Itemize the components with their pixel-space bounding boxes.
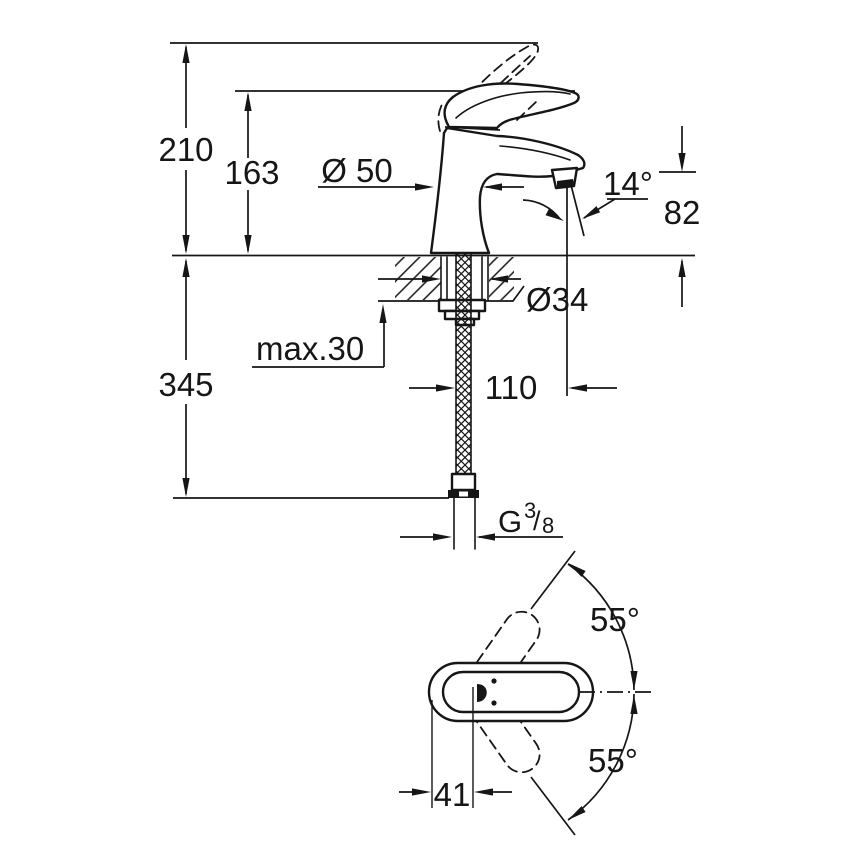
dim-base-diameter: Ø 50	[318, 152, 524, 191]
dim-210-label: 210	[158, 131, 213, 168]
spout-contour-line	[499, 145, 571, 161]
swivel-line-upper	[530, 550, 576, 610]
lever-contour-line	[455, 90, 571, 119]
handle-logo-mark	[477, 684, 487, 702]
handle-dot-top	[491, 678, 497, 684]
dim-110-label: 110	[485, 369, 538, 406]
dim-55-upper-label: 55°	[590, 601, 640, 638]
dim-d34-label: Ø34	[526, 281, 588, 318]
dim-345-label: 345	[158, 366, 213, 403]
dim-handle-offset: 41	[399, 687, 512, 813]
handle-top-inner	[441, 670, 581, 714]
dim-deck-thickness: max.30	[252, 304, 387, 368]
dim-82-label: 82	[664, 194, 701, 231]
handle-dot-bottom	[491, 700, 497, 706]
swivel-line-lower	[530, 776, 576, 836]
dim-55-lower-label: 55°	[588, 742, 638, 779]
dim-41-label: 41	[434, 776, 471, 813]
dim-d50-label: Ø 50	[321, 152, 393, 189]
dim-14deg-label: 14°	[603, 165, 653, 202]
dim-overall-height: 210	[158, 44, 214, 254]
top-view: 55° 55° 41	[399, 550, 655, 836]
dim-max30-label: max.30	[256, 330, 364, 367]
thread-letter: G	[498, 504, 522, 539]
dim-hose-offset: 110	[409, 369, 617, 406]
thread-slash: /	[533, 506, 541, 536]
dim-thread: G 3 / 8	[400, 498, 563, 541]
deck-underside-line	[378, 285, 525, 302]
dim-hole-diameter: Ø34	[378, 275, 588, 318]
arrow-angle-arc	[545, 208, 564, 221]
faucet-body	[429, 126, 586, 255]
dim-hose-drop: 345	[158, 258, 214, 497]
lever-handle	[443, 82, 580, 130]
connector-tube	[453, 497, 476, 550]
dim-lever-height: 163	[224, 92, 280, 254]
mounting-hole-walls	[440, 256, 489, 301]
lever-dash-overlay	[516, 100, 538, 121]
dim-spout-height: 82	[659, 126, 700, 307]
front-view: 210 163 345 Ø 50 14°	[158, 42, 700, 550]
thread-numerator: 3	[524, 498, 536, 523]
hose-crimp-sleeve	[450, 472, 477, 492]
aerator-face	[557, 179, 574, 187]
arrow-angle-leader	[582, 206, 601, 219]
supply-hose	[448, 251, 479, 550]
dim-163-label: 163	[224, 154, 279, 191]
thread-denominator: 8	[542, 513, 554, 538]
spout-angle-line	[570, 184, 585, 237]
handle-joint	[444, 126, 501, 131]
